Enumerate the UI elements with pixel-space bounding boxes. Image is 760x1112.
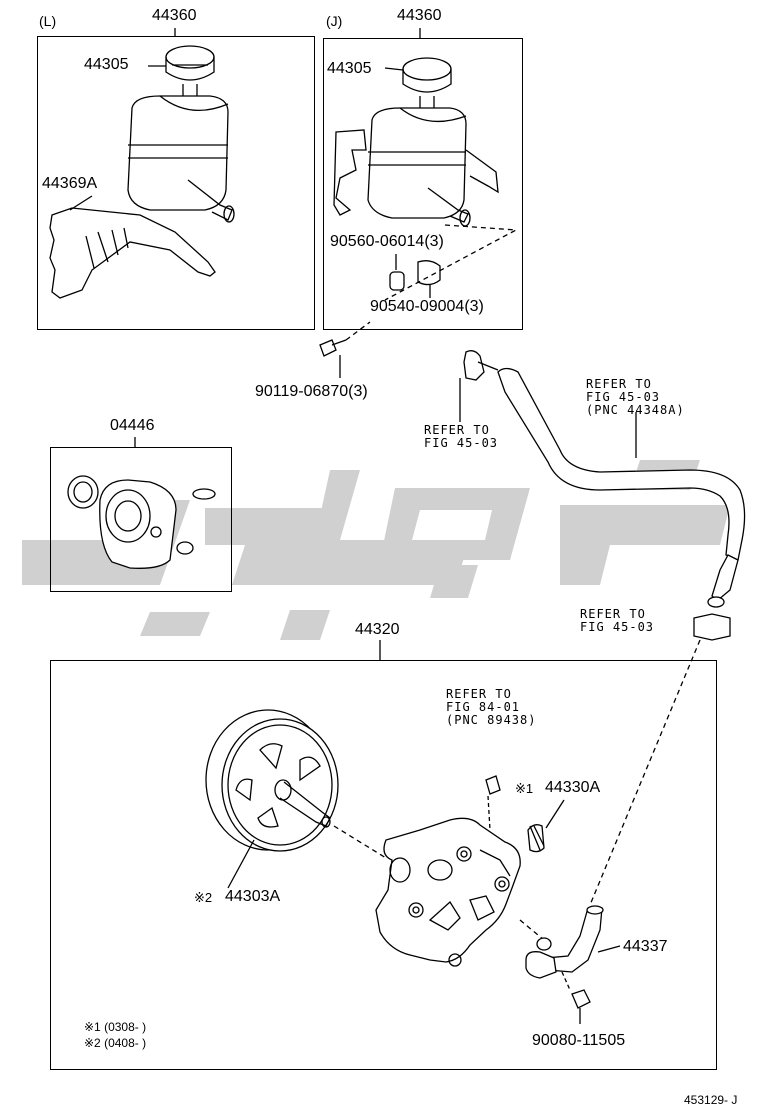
reservoir-left-box	[37, 36, 315, 330]
footnote-1: ※1 (0308- )	[84, 1020, 146, 1035]
union-drawing	[525, 905, 621, 1024]
part-cap-right[interactable]: 44305	[327, 60, 372, 77]
right-variant-label: (J)	[326, 13, 343, 29]
reference-switch-line-2: FIG 84-01	[446, 700, 521, 714]
footnote-2: ※2 (0408- )	[84, 1036, 146, 1051]
reference-clamp-bottom-line-2: FIG 45-03	[580, 620, 655, 634]
reference-hose-line-3: (PNC 44348A)	[586, 403, 685, 417]
part-bolt-a[interactable]: 90119-06870(3)	[255, 383, 368, 400]
reservoir-left-drawing	[127, 45, 235, 223]
pump-assembly-number: 44320	[355, 621, 400, 638]
reference-clamp-top[interactable]: REFER TO FIG 45-03	[424, 424, 498, 450]
part-grommet-a[interactable]: 90560-06014(3)	[330, 233, 444, 250]
part-grommet-b[interactable]: 90540-09004(3)	[370, 298, 484, 315]
part-union[interactable]: 44337	[623, 938, 668, 955]
part-cap-left[interactable]: 44305	[84, 56, 129, 73]
bolt-a-drawing	[319, 321, 371, 378]
footnote-1-mark: ※1	[84, 1020, 101, 1034]
footnote-1-range: (0308- )	[104, 1020, 147, 1034]
right-assembly-number: 44360	[397, 7, 442, 24]
pulley-mark: ※2	[194, 890, 213, 905]
part-switch[interactable]: 44330A	[545, 779, 601, 796]
reference-hose[interactable]: REFER TO FIG 45-03 (PNC 44348A)	[586, 378, 685, 417]
seal-kit-number: 04446	[110, 417, 155, 434]
left-variant-label: (L)	[39, 13, 57, 29]
reference-clamp-bottom[interactable]: REFER TO FIG 45-03	[580, 608, 654, 634]
bracket-drawing	[49, 195, 216, 299]
reference-switch[interactable]: REFER TO FIG 84-01 (PNC 89438)	[446, 688, 536, 727]
reference-hose-line-1: REFER TO	[586, 377, 652, 391]
hose-drawing	[459, 350, 746, 906]
part-bracket[interactable]: 44369A	[42, 175, 98, 192]
part-pulley[interactable]: 44303A	[225, 888, 281, 905]
reservoir-right-drawing	[333, 57, 519, 301]
left-assembly-number: 44360	[152, 7, 197, 24]
seal-kit-drawing	[67, 475, 216, 569]
footnote-2-mark: ※2	[84, 1036, 101, 1050]
reference-clamp-bottom-line-1: REFER TO	[580, 607, 646, 621]
reference-switch-line-3: (PNC 89438)	[446, 713, 537, 727]
switch-mark: ※1	[515, 781, 534, 796]
reference-clamp-top-line-1: REFER TO	[424, 423, 490, 437]
pump-assembly-box	[50, 660, 717, 1070]
drawing-code: 453129- J	[684, 1093, 738, 1107]
reference-switch-line-1: REFER TO	[446, 687, 512, 701]
pump-body-drawing	[375, 775, 565, 967]
seal-kit-box	[50, 447, 232, 592]
reference-clamp-top-line-2: FIG 45-03	[424, 436, 499, 450]
reservoir-right-box	[323, 38, 523, 330]
part-bolt-b[interactable]: 90080-11505	[532, 1032, 626, 1049]
reference-hose-line-2: FIG 45-03	[586, 390, 661, 404]
footnote-2-range: (0408- )	[104, 1036, 147, 1050]
pulley-drawing	[205, 709, 387, 889]
